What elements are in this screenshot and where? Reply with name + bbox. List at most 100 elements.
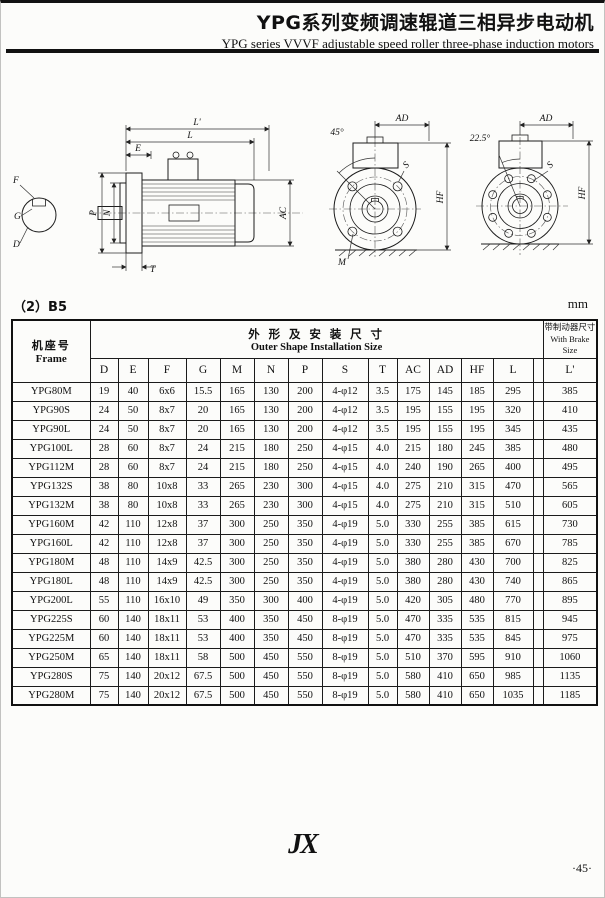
dim-value: 24 xyxy=(185,438,221,459)
dim-value: 24 xyxy=(89,400,119,421)
dim-value: 480 xyxy=(460,590,494,611)
column-header-n: N xyxy=(253,357,289,383)
dim-value: 985 xyxy=(492,666,534,687)
dim-label-d: D xyxy=(12,240,20,250)
dim-label-e: E xyxy=(134,144,141,154)
dim-value: 295 xyxy=(492,381,534,402)
dim-value: 450 xyxy=(287,628,323,649)
dim-value: 230 xyxy=(253,495,289,516)
brake-value: 605 xyxy=(542,495,598,516)
spacer-cell xyxy=(532,628,544,649)
dim-value: 8-φ19 xyxy=(321,666,369,687)
motor-front-view-8holes: 22.5° AD S HF xyxy=(470,114,593,255)
dim-value: 16x10 xyxy=(147,590,187,611)
dim-value: 110 xyxy=(117,533,149,554)
dim-value: 305 xyxy=(428,590,462,611)
frame-name: YPG225M xyxy=(11,628,91,649)
column-header-l: L xyxy=(492,357,534,383)
dim-value: 510 xyxy=(396,647,430,668)
dim-value: 10x8 xyxy=(147,476,187,497)
dim-value: 4-φ15 xyxy=(321,476,369,497)
dim-value: 75 xyxy=(89,666,119,687)
dim-value: 4-φ12 xyxy=(321,400,369,421)
page-header: YPG系列变频调速辊道三相异步电动机 YPG series VVVF adjus… xyxy=(222,8,594,52)
dim-value: 300 xyxy=(219,514,255,535)
dim-value: 175 xyxy=(396,381,430,402)
dim-value: 18x11 xyxy=(147,647,187,668)
dim-value: 265 xyxy=(460,457,494,478)
dim-value: 110 xyxy=(117,571,149,592)
dim-value: 37 xyxy=(185,514,221,535)
dim-value: 60 xyxy=(117,457,149,478)
brake-value: 1135 xyxy=(542,666,598,687)
dim-value: 130 xyxy=(253,400,289,421)
dim-value: 195 xyxy=(396,419,430,440)
motor-front-view-4holes: 45° AD S M HF xyxy=(329,114,451,268)
dim-value: 38 xyxy=(89,476,119,497)
dim-value: 5.0 xyxy=(367,590,398,611)
dim-label-hf-right: HF xyxy=(578,186,588,200)
dim-value: 180 xyxy=(253,438,289,459)
dim-value: 300 xyxy=(219,533,255,554)
dim-value: 510 xyxy=(492,495,534,516)
dim-value: 4.0 xyxy=(367,438,398,459)
brake-value: 975 xyxy=(542,628,598,649)
dim-value: 330 xyxy=(396,514,430,535)
dim-value: 450 xyxy=(253,666,289,687)
dim-value: 450 xyxy=(253,647,289,668)
dim-value: 5.0 xyxy=(367,666,398,687)
frame-header-en: Frame xyxy=(35,353,67,366)
dim-value: 315 xyxy=(460,476,494,497)
dim-value: 190 xyxy=(428,457,462,478)
dimension-table: 机座号 Frame 外 形 及 安 装 尺 寸 Outer Shape Inst… xyxy=(11,319,599,706)
dim-value: 80 xyxy=(117,495,149,516)
dim-value: 67.5 xyxy=(185,666,221,687)
dim-label-l: L xyxy=(186,131,192,141)
dim-value: 28 xyxy=(89,438,119,459)
dim-value: 500 xyxy=(219,685,255,706)
dim-value: 650 xyxy=(460,685,494,706)
dim-value: 265 xyxy=(219,476,255,497)
dim-value: 4-φ19 xyxy=(321,533,369,554)
spacer-cell xyxy=(532,438,544,459)
section-label: （2）B5 xyxy=(13,300,67,315)
dim-value: 8x7 xyxy=(147,400,187,421)
dim-value: 250 xyxy=(253,552,289,573)
dim-value: 180 xyxy=(253,457,289,478)
dim-value: 670 xyxy=(492,533,534,554)
dim-value: 14x9 xyxy=(147,571,187,592)
dim-value: 37 xyxy=(185,533,221,554)
dim-value: 155 xyxy=(428,419,462,440)
dim-value: 550 xyxy=(287,685,323,706)
technical-drawings: F G D L' L xyxy=(12,114,593,275)
spacer-cell xyxy=(532,590,544,611)
dim-value: 300 xyxy=(219,552,255,573)
dim-value: 53 xyxy=(185,628,221,649)
dim-value: 8-φ19 xyxy=(321,609,369,630)
dim-label-n: N xyxy=(103,209,113,217)
dim-value: 5.0 xyxy=(367,571,398,592)
dim-label-m: M xyxy=(337,258,347,268)
dim-value: 53 xyxy=(185,609,221,630)
shaft-section-detail: F G D xyxy=(12,176,57,250)
dim-value: 210 xyxy=(428,495,462,516)
dim-value: 615 xyxy=(492,514,534,535)
spacer-cell xyxy=(532,419,544,440)
brake-value: 480 xyxy=(542,438,598,459)
dim-value: 8x7 xyxy=(147,438,187,459)
dim-value: 12x8 xyxy=(147,514,187,535)
frame-name: YPG80M xyxy=(11,381,91,402)
column-header-t: T xyxy=(367,357,398,383)
dim-value: 420 xyxy=(396,590,430,611)
dim-value: 230 xyxy=(253,476,289,497)
spacer-cell xyxy=(532,685,544,706)
dim-value: 14x9 xyxy=(147,552,187,573)
dim-value: 350 xyxy=(219,590,255,611)
dim-value: 140 xyxy=(117,609,149,630)
